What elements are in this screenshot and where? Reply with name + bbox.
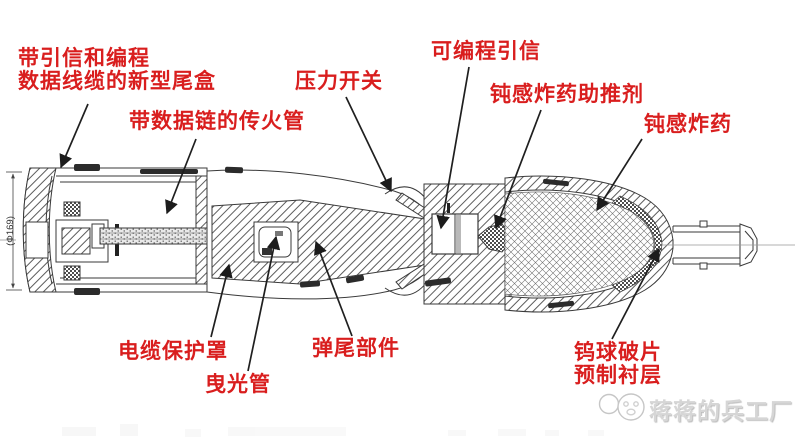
leader-tracer-tube (247, 235, 281, 372)
dimension-marker: (Φ169) (5, 171, 22, 291)
label-tail-box: 带引信和编程 数据线缆的新型尾盒 (18, 47, 216, 93)
leader-tail-assembly (314, 240, 353, 337)
tail-assembly-section (206, 166, 447, 300)
label-tail-box-line1: 带引信和编程 (18, 47, 150, 70)
label-tracer-tube: 曳光管 (205, 373, 271, 396)
label-primer-tube: 带数据链的传火管 (129, 110, 305, 133)
explosive-fill (504, 191, 655, 297)
watermark-text: 蒋蒋的兵工厂 (649, 398, 793, 424)
leader-explosive (596, 138, 643, 212)
fuze-module (423, 180, 512, 308)
label-fragment-liner-line2: 预制衬层 (574, 364, 662, 387)
label-explosive: 钝感炸药 (644, 113, 732, 136)
label-booster: 钝感炸药助推剂 (490, 83, 644, 106)
leader-booster (494, 109, 542, 230)
label-fragment-liner-line1: 钨球破片 (574, 341, 662, 364)
label-fragment-liner: 钨球破片 预制衬层 (574, 341, 662, 387)
label-tail-assembly: 弹尾部件 (312, 337, 400, 360)
leader-tail-box (59, 103, 89, 169)
leader-primer-tube (165, 138, 197, 215)
label-pressure-switch: 压力开关 (295, 70, 383, 93)
leader-pressure-switch (345, 96, 392, 193)
label-programmable-fuze: 可编程引信 (431, 40, 541, 63)
igniter-upper (63, 201, 81, 217)
label-cable-cover: 电缆保护罩 (118, 340, 228, 363)
leader-fragment-liner (611, 247, 660, 340)
piglet-logo-icon (598, 393, 645, 421)
label-tail-box-line2: 数据线缆的新型尾盒 (18, 70, 216, 93)
faint-bottom-marks (62, 424, 604, 437)
leader-programmable-fuze (436, 66, 470, 230)
leader-cable-cover (210, 263, 233, 338)
dimension-text: (Φ169) (5, 216, 16, 246)
igniter-lower (63, 265, 81, 281)
